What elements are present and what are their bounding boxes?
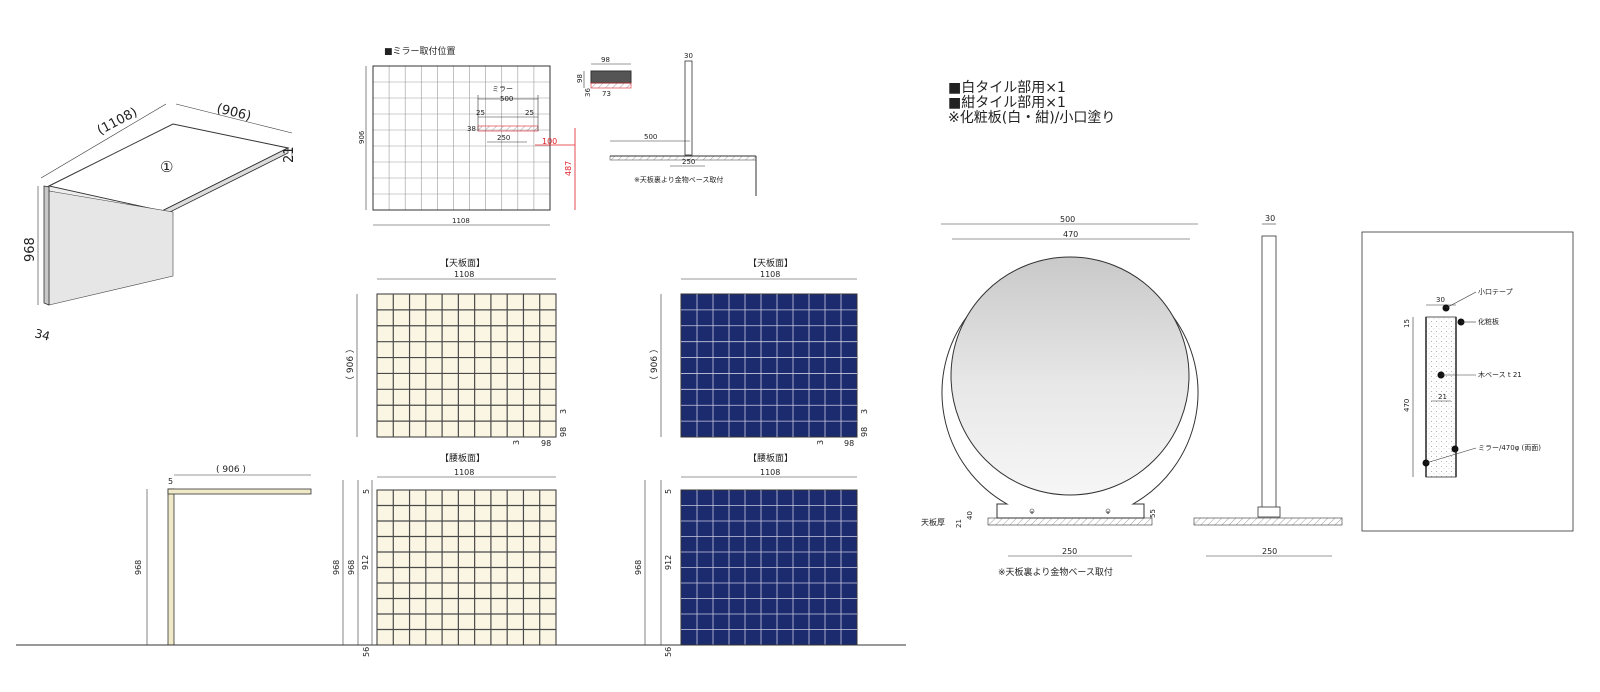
mirror-offset-right: 25	[525, 109, 534, 117]
navy-front-tile-h: 912	[664, 555, 673, 570]
stand-side-small: 30 500 250 ※天板裏より金物ベース取付	[609, 52, 757, 196]
white-top-title: 【天板面】	[440, 257, 485, 269]
navy-top-gap2: 3	[816, 440, 825, 445]
section-detail: 30 15 470 21 小口テープ 化粧板 木ベース t 21 ミラー/470…	[1361, 231, 1574, 532]
section-label-panel: 化粧板	[1478, 317, 1499, 326]
red-dim-487: 487	[564, 161, 573, 176]
stand-note: ※天板裏より金物ベース取付	[634, 175, 723, 184]
right-height-front: 55	[1149, 509, 1157, 518]
detail-w: 98	[601, 56, 610, 64]
section-width: 30	[1436, 296, 1445, 304]
detail-h: 98	[576, 74, 584, 83]
mirror-front-note: ※天板裏より金物ベース取付	[998, 566, 1113, 578]
white-front-top-offset: 5	[362, 489, 371, 494]
iso-width-label: (906)	[215, 101, 253, 124]
tile-area	[372, 65, 551, 211]
white-top-width: 1108	[454, 270, 474, 279]
navy-front-top-offset: 5	[664, 489, 673, 494]
white-top-gap2: 3	[512, 440, 521, 445]
legend-line2: ■紺タイル部用×1	[948, 95, 1066, 111]
navy-top-tile: 98	[860, 427, 869, 437]
mirror-base-width-front: 250	[1062, 547, 1077, 556]
navy-top-panel: 【天板面】 1108 （ 906 ） 3 98 3 98	[649, 257, 869, 448]
mirror-base-height: 38	[467, 125, 476, 133]
white-front-width: 1108	[454, 468, 474, 477]
mirror-front-view: 500 470 250 天板厚 21 40 55 ※天板裏より金物ベース取付	[921, 215, 1199, 578]
navy-top-height: （ 906 ）	[649, 344, 660, 385]
iso-depth-label: (1108)	[95, 105, 140, 139]
iso-height-label: 968	[23, 237, 38, 262]
mirror-side-view: 30 250	[1193, 214, 1343, 557]
plan-tile-grid	[372, 65, 551, 211]
white-front-panel: 【腰板面】 1108 968 968 912 5 56	[332, 452, 557, 657]
white-top-height: （ 906 ）	[345, 344, 356, 385]
tile-area	[680, 293, 858, 438]
stand-base-w: 250	[682, 158, 695, 166]
navy-front-tile-grid	[680, 489, 858, 646]
stand-top: 30	[684, 52, 693, 60]
profile-top: ( 906 )	[216, 465, 246, 475]
navy-top-title: 【天板面】	[748, 257, 793, 269]
iso-foot-label: 34	[33, 326, 51, 343]
iso-thickness-label: 21	[282, 146, 297, 163]
red-dim-100: 100	[542, 137, 557, 146]
white-top-gap: 3	[559, 409, 568, 414]
plan-height: 906	[358, 130, 366, 144]
navy-top-width: 1108	[760, 270, 780, 279]
detail-d1: 36	[584, 88, 592, 97]
stand-base-len: 500	[644, 133, 657, 141]
section-label-wood-base: 木ベース t 21	[1478, 370, 1522, 379]
navy-front-panel: 【腰板面】 1108 968 912 5 56	[634, 452, 858, 657]
white-front-tile-grid	[376, 489, 557, 646]
profile-height: 968	[134, 560, 143, 575]
mirror-position-plan: ■ミラー取付位置 ミラー 500 25 25 38 250 100 487 90…	[358, 45, 576, 226]
mirror-inner-width: 470	[1063, 230, 1078, 239]
navy-top-tile2: 98	[844, 439, 854, 448]
section-height: 470	[1403, 399, 1411, 412]
white-top-tile-grid	[376, 293, 557, 438]
mirror-position-title: ■ミラー取付位置	[384, 45, 456, 57]
base-height-front: 40	[966, 511, 974, 520]
top-thickness: 21	[955, 519, 963, 528]
white-front-tile-h: 912	[361, 555, 370, 570]
section-label-edge-tape: 小口テープ	[1478, 287, 1513, 296]
legend: ■白タイル部用×1 ■紺タイル部用×1 ※化粧板(白・紺)/小口塗り	[948, 80, 1115, 126]
mirror-label: ミラー	[492, 85, 513, 93]
navy-front-total: 968	[634, 560, 643, 575]
top-thickness-label: 天板厚	[921, 517, 945, 527]
white-front-bottom: 56	[362, 647, 371, 657]
profile-offset: 5	[168, 477, 173, 486]
detail-d2: 73	[602, 90, 611, 98]
section-top: 15	[1403, 319, 1411, 328]
iso-table-view: (1108) (906) 21 968 34 ①	[23, 101, 297, 343]
section-label-mirror: ミラー/470φ (両面)	[1478, 444, 1541, 452]
white-front-title: 【腰板面】	[440, 452, 485, 464]
white-top-panel: 【天板面】 1108 （ 906 ） 3 98 3 98	[345, 257, 568, 448]
tile-area	[376, 293, 557, 438]
white-top-tile: 98	[559, 427, 568, 437]
navy-top-gap: 3	[860, 409, 869, 414]
mirror-base-width: 250	[497, 134, 510, 142]
legend-line1: ■白タイル部用×1	[948, 80, 1066, 96]
iso-part-number: ①	[160, 158, 173, 176]
mirror-side-base: 250	[1262, 547, 1277, 556]
small-bracket-detail: 98 98 36 73	[576, 56, 632, 98]
white-front-inner: 968	[347, 560, 356, 575]
navy-front-width: 1108	[760, 468, 780, 477]
side-profile: ( 906 ) 5 968	[134, 465, 312, 646]
white-top-tile2: 98	[541, 439, 551, 448]
white-front-total: 968	[332, 560, 341, 575]
navy-front-title: 【腰板面】	[748, 452, 793, 464]
navy-top-tile-grid	[680, 293, 858, 438]
mirror-side-top: 30	[1265, 214, 1275, 223]
section-inner: 21	[1438, 393, 1447, 401]
mirror-offset-left: 25	[476, 109, 485, 117]
mirror-outer-width: 500	[1060, 215, 1075, 224]
plan-width: 1108	[452, 217, 470, 225]
legend-line3: ※化粧板(白・紺)/小口塗り	[948, 109, 1115, 126]
navy-front-bottom: 56	[664, 647, 673, 657]
mirror-width: 500	[500, 95, 513, 103]
